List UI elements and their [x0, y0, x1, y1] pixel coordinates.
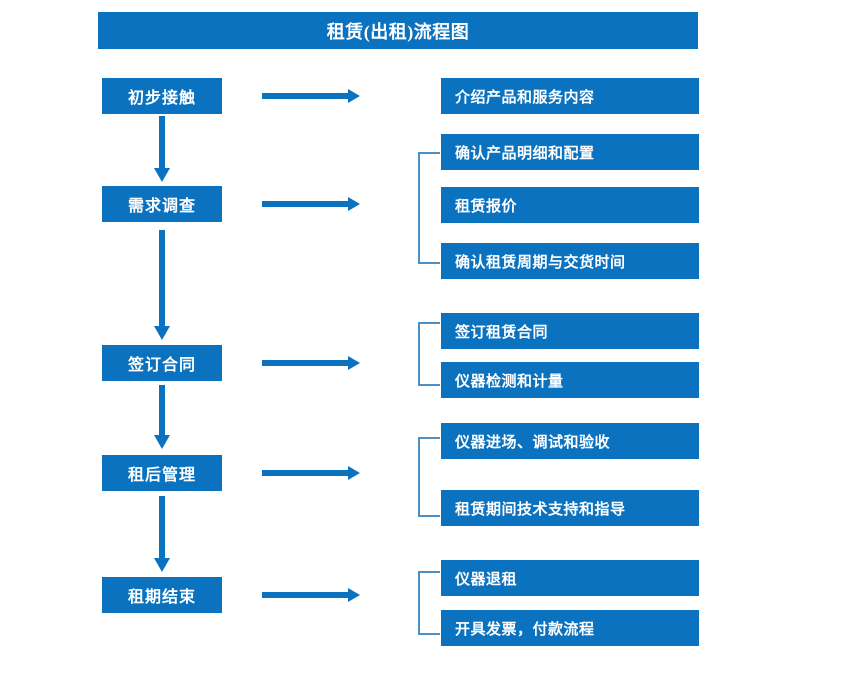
detail-label-5: 签订租赁合同: [455, 324, 549, 341]
stage-box-5[interactable]: 租期结束: [102, 577, 222, 613]
vertical-arrow-icon-2: [152, 230, 172, 342]
stage-box-4[interactable]: 租后管理: [102, 455, 222, 491]
detail-box-9[interactable]: 仪器退租: [441, 560, 699, 596]
group-bracket-3: [418, 322, 442, 386]
horizontal-arrow-icon-4: [262, 465, 362, 481]
detail-box-8[interactable]: 租赁期间技术支持和指导: [441, 490, 699, 526]
detail-label-9: 仪器退租: [455, 571, 518, 588]
horizontal-arrow-icon-3: [262, 355, 362, 371]
stage-box-2[interactable]: 需求调查: [102, 186, 222, 222]
detail-box-6[interactable]: 仪器检测和计量: [441, 362, 699, 398]
detail-label-8: 租赁期间技术支持和指导: [455, 501, 626, 518]
detail-label-4: 确认租赁周期与交货时间: [455, 254, 626, 271]
horizontal-arrow-icon-5: [262, 587, 362, 603]
page-title: 租赁(出租)流程图: [98, 12, 698, 49]
vertical-arrow-icon-3: [152, 385, 172, 451]
horizontal-arrow-icon-1: [262, 88, 362, 104]
detail-label-6: 仪器检测和计量: [455, 373, 564, 390]
detail-box-10[interactable]: 开具发票，付款流程: [441, 610, 699, 646]
stage-box-1[interactable]: 初步接触: [102, 78, 222, 114]
detail-label-10: 开具发票，付款流程: [455, 621, 595, 638]
group-bracket-5: [418, 571, 442, 635]
detail-box-5[interactable]: 签订租赁合同: [441, 313, 699, 349]
horizontal-arrow-icon-2: [262, 196, 362, 212]
detail-label-3: 租赁报价: [455, 198, 518, 215]
detail-box-2[interactable]: 确认产品明细和配置: [441, 134, 699, 170]
detail-box-4[interactable]: 确认租赁周期与交货时间: [441, 243, 699, 279]
group-bracket-4: [418, 437, 442, 517]
detail-label-7: 仪器进场、调试和验收: [455, 434, 611, 451]
stage-label-5: 租期结束: [127, 589, 196, 606]
vertical-arrow-icon-4: [152, 496, 172, 574]
detail-label-1: 介绍产品和服务内容: [455, 89, 595, 106]
detail-box-3[interactable]: 租赁报价: [441, 187, 699, 223]
detail-label-2: 确认产品明细和配置: [455, 145, 595, 162]
stage-box-3[interactable]: 签订合同: [102, 345, 222, 381]
stage-label-3: 签订合同: [127, 357, 196, 374]
detail-box-7[interactable]: 仪器进场、调试和验收: [441, 423, 699, 459]
vertical-arrow-icon-1: [152, 116, 172, 184]
stage-label-1: 初步接触: [127, 90, 196, 107]
group-bracket-2: [418, 152, 442, 264]
stage-label-2: 需求调查: [127, 198, 196, 215]
stage-label-4: 租后管理: [127, 467, 196, 484]
detail-box-1[interactable]: 介绍产品和服务内容: [441, 78, 699, 114]
